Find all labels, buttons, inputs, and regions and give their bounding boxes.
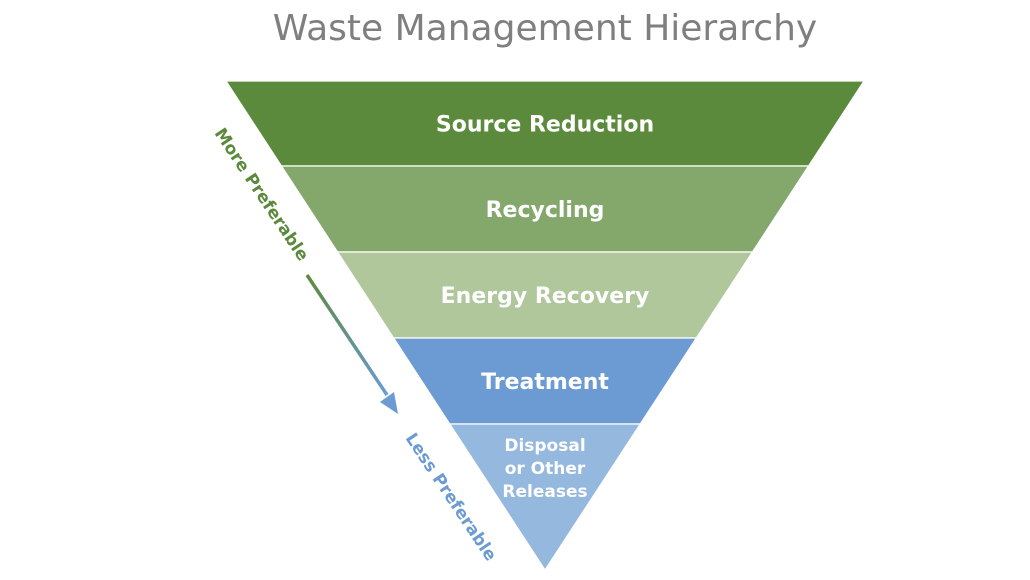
preference-arrow [305,274,398,414]
tier-5-label-line: Releases [502,482,587,502]
tier-4-label: Treatment [481,370,609,395]
tier-5-band [448,423,642,572]
tier-5-label-line: or Other [505,459,586,479]
tier-3-label: Energy Recovery [441,284,650,309]
preference-arrow-line [305,274,389,396]
pyramid-tiers [224,80,866,572]
tier-2-label-line: Recycling [486,198,605,223]
tier-1-label-line: Source Reduction [436,113,654,138]
diagram-title: Waste Management Hierarchy [273,8,817,49]
tier-5-label-line: Disposal [504,436,585,456]
tier-2-label: Recycling [486,198,605,223]
tier-1-label: Source Reduction [436,113,654,138]
tier-4-label-line: Treatment [481,370,609,395]
preference-arrow-head [380,392,398,414]
tier-3-label-line: Energy Recovery [441,284,650,309]
